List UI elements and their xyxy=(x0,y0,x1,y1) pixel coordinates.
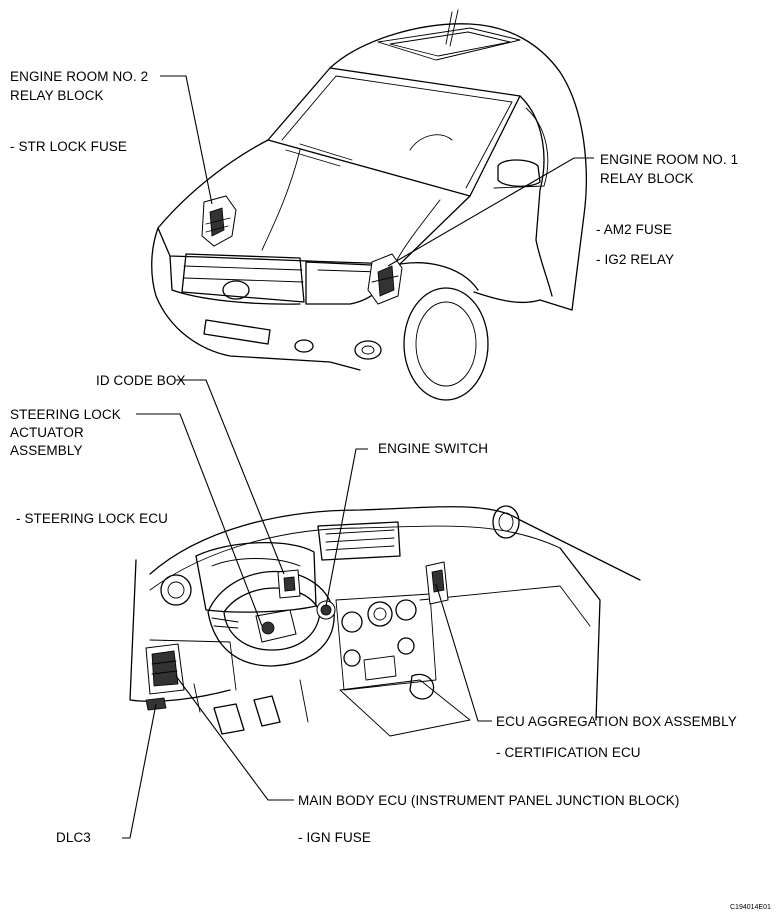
label-engine-room-no2-line2: RELAY BLOCK xyxy=(10,88,104,103)
label-id-code-box: ID CODE BOX xyxy=(96,373,186,388)
suv-exterior-drawing xyxy=(151,9,587,401)
steering-lock-actuator-part xyxy=(255,609,297,643)
engine-room-no2-relay-block-part xyxy=(201,195,237,247)
engine-switch-part xyxy=(316,600,336,620)
label-ecu-aggregation-box-assembly: ECU AGGREGATION BOX ASSEMBLY xyxy=(496,714,737,729)
label-main-body-ecu: MAIN BODY ECU (INSTRUMENT PANEL JUNCTION… xyxy=(298,793,680,808)
dashboard-drawing xyxy=(129,505,641,737)
label-engine-room-no2-line1: ENGINE ROOM NO. 2 xyxy=(10,69,149,84)
engine-room-no1-relay-block-part xyxy=(367,253,403,305)
leader-lines xyxy=(122,75,594,839)
figure-code: C194014E01 xyxy=(730,904,771,911)
main-body-ecu-part xyxy=(145,643,185,695)
label-engine-room-no1-line1: ENGINE ROOM NO. 1 xyxy=(600,152,739,167)
label-steering-lock-line2: ACTUATOR xyxy=(10,425,84,440)
label-str-lock-fuse: - STR LOCK FUSE xyxy=(10,139,128,154)
label-steering-lock-ecu: - STEERING LOCK ECU xyxy=(16,511,168,526)
ecu-aggregation-box-part xyxy=(425,561,449,605)
label-engine-switch: ENGINE SWITCH xyxy=(378,441,489,456)
label-engine-room-no1-line2: RELAY BLOCK xyxy=(600,171,694,186)
label-steering-lock-line1: STEERING LOCK xyxy=(10,407,121,422)
label-dlc3: DLC3 xyxy=(56,830,91,845)
label-steering-lock-line3: ASSEMBLY xyxy=(10,443,83,458)
label-ig2-relay: - IG2 RELAY xyxy=(596,252,675,267)
label-ign-fuse: - IGN FUSE xyxy=(298,830,372,845)
label-certification-ecu: - CERTIFICATION ECU xyxy=(496,745,641,760)
id-code-box-part xyxy=(277,569,301,599)
label-am2-fuse: - AM2 FUSE xyxy=(596,222,673,237)
